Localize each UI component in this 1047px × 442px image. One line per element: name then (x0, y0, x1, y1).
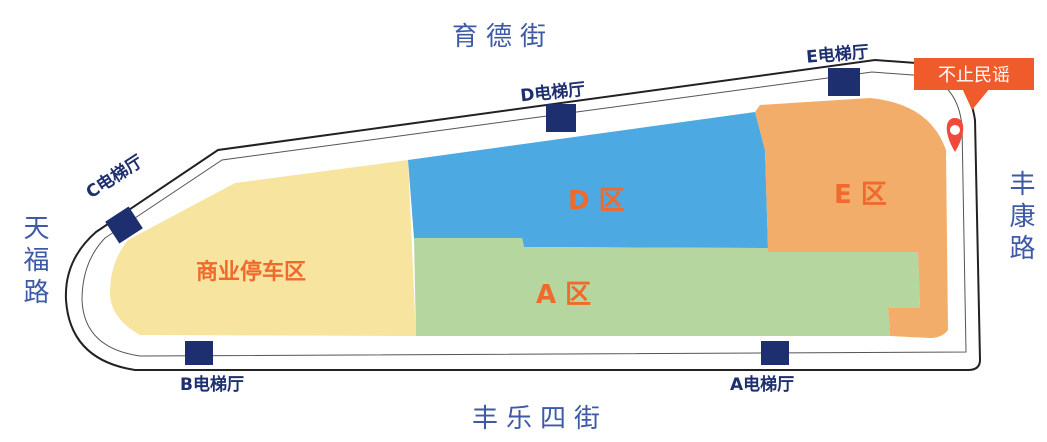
elevator-a-marker[interactable] (761, 341, 789, 365)
street-south-label: 丰乐四街 (472, 404, 609, 434)
elevator-b-label: B电梯厅 (180, 375, 244, 395)
map-pin-icon[interactable] (946, 118, 964, 152)
zone-e-label: E 区 (834, 180, 887, 210)
elevator-e-marker[interactable] (828, 68, 860, 96)
location-callout-tail (962, 88, 990, 110)
street-west-label: 天福路 (19, 214, 49, 310)
elevator-a-label: A电梯厅 (730, 375, 795, 395)
elevator-c-marker[interactable] (105, 206, 143, 244)
zone-d[interactable] (408, 112, 768, 248)
zone-commercial-parking[interactable] (110, 160, 416, 336)
street-east-label: 丰康路 (1005, 170, 1035, 266)
location-callout[interactable]: 不止民谣 (914, 58, 1034, 90)
zone-a-label: A 区 (536, 280, 592, 310)
street-north-label: 育德街 (452, 22, 555, 52)
zone-a[interactable] (414, 238, 920, 336)
zone-e[interactable] (755, 98, 948, 338)
zone-commercial-label: 商业停车区 (196, 260, 307, 285)
elevator-d-marker[interactable] (546, 104, 576, 132)
elevator-b-marker[interactable] (185, 341, 213, 365)
zone-d-label: D 区 (568, 186, 625, 216)
